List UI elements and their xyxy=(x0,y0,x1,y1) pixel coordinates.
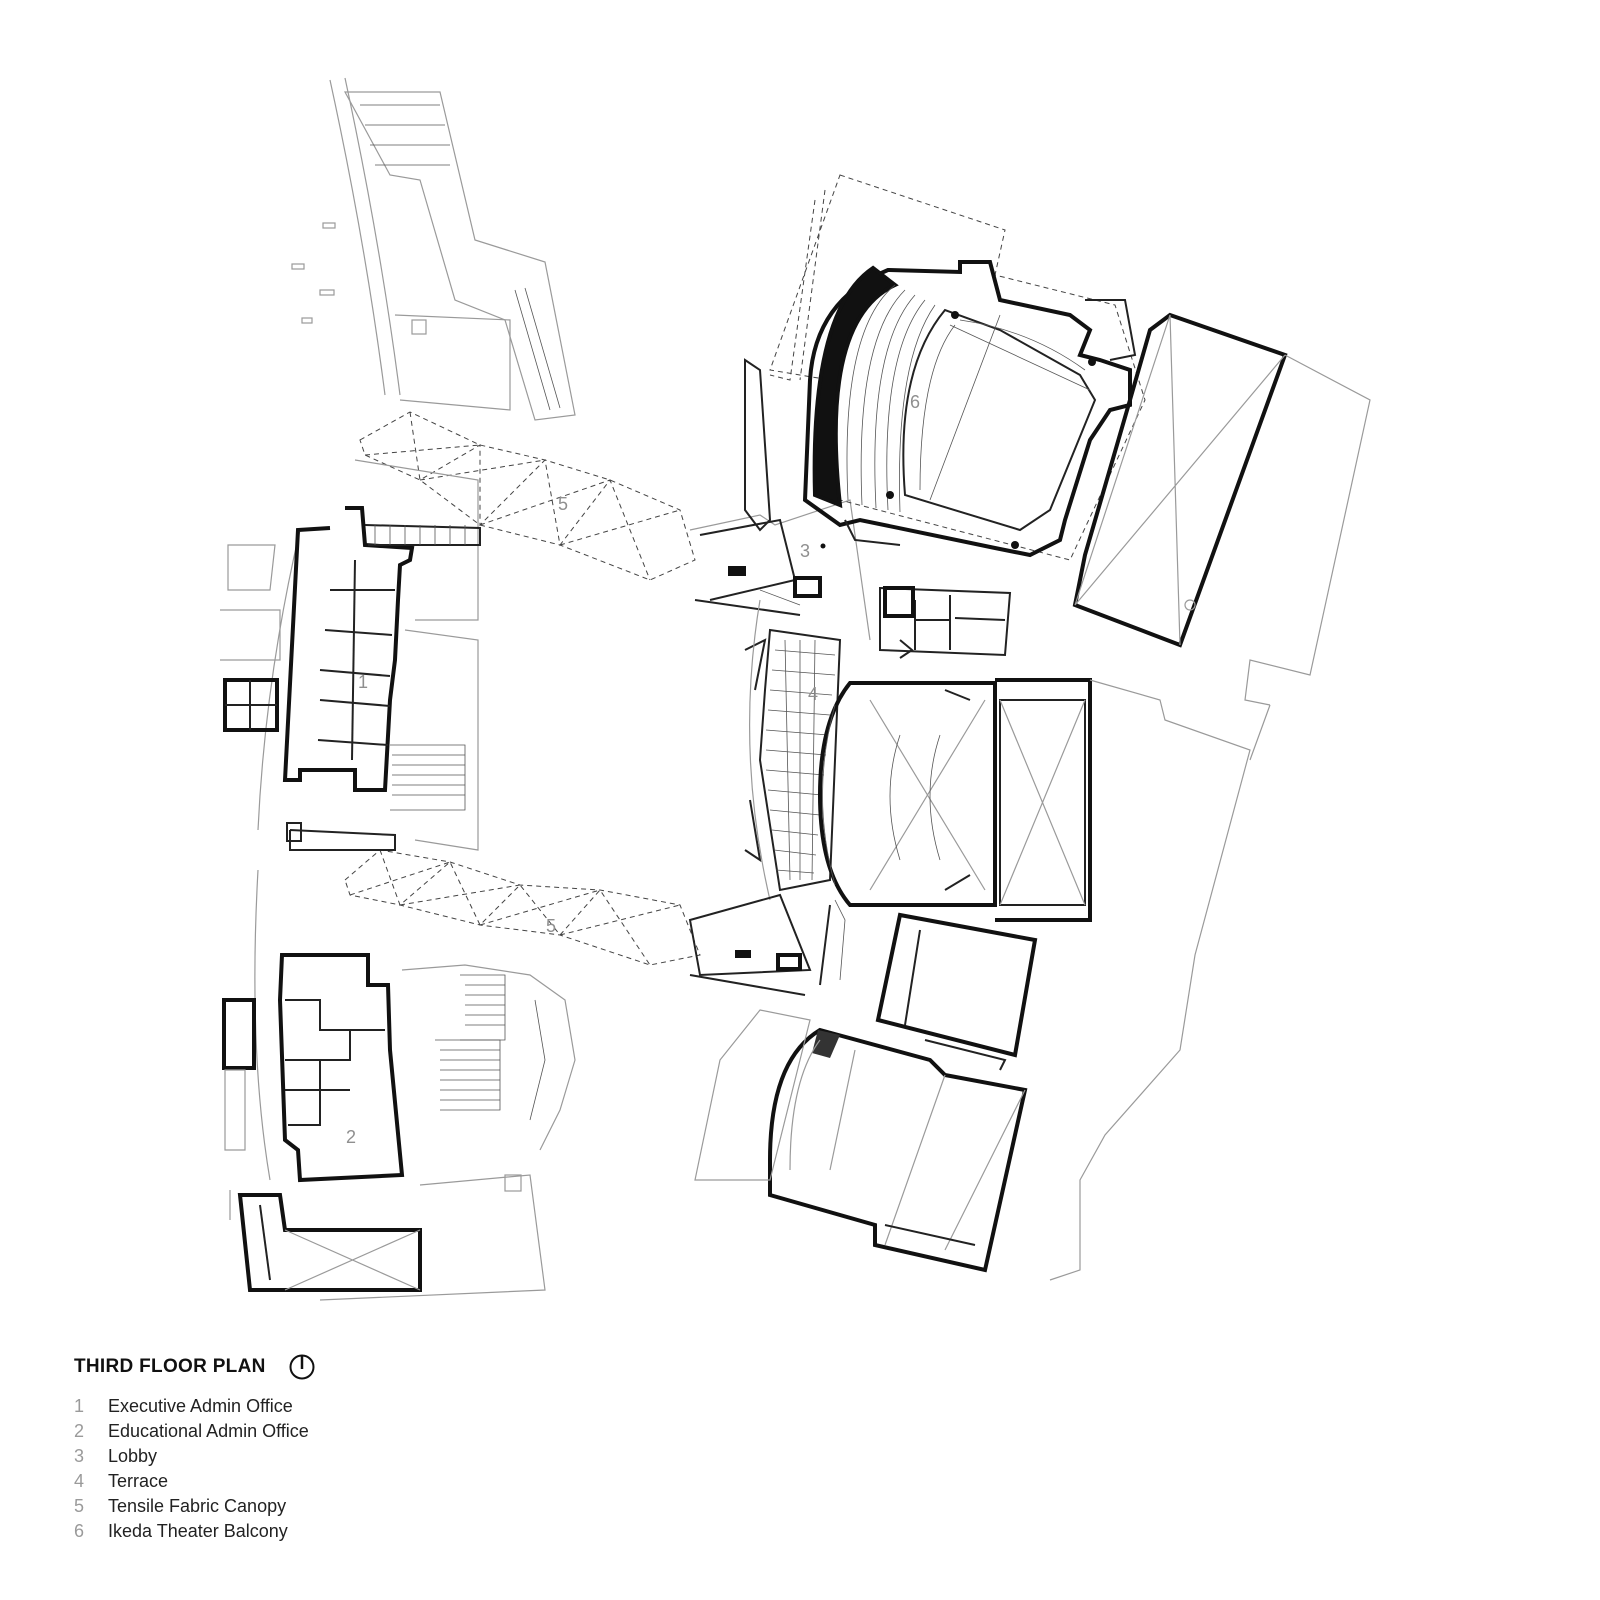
zone-label-2: 2 xyxy=(346,1127,356,1147)
lobby-connector xyxy=(689,499,871,641)
plan-legend: THIRD FLOOR PLAN 1 Executive Admin Offic… xyxy=(74,1352,674,1546)
lower-lobby-porch xyxy=(688,893,846,996)
terrace xyxy=(744,599,842,901)
legend-title: THIRD FLOOR PLAN xyxy=(74,1356,266,1377)
legend-item-number: 1 xyxy=(74,1396,85,1416)
legend-item-number: 3 xyxy=(74,1446,85,1466)
zone-label-5-upper: 5 xyxy=(558,494,568,514)
legend-item-label: Terrace xyxy=(108,1471,169,1491)
north-arrow-icon xyxy=(289,1354,315,1380)
legend-item: 5 Tensile Fabric Canopy xyxy=(74,1496,674,1521)
zone-label-6: 6 xyxy=(910,392,920,412)
legend-item: 1 Executive Admin Office xyxy=(74,1396,674,1421)
ikeda-theater xyxy=(744,174,1146,561)
legend-item-number: 5 xyxy=(74,1496,85,1516)
legend-item-number: 2 xyxy=(74,1421,85,1441)
zone-label-1: 1 xyxy=(358,672,368,692)
zone-label-5-lower: 5 xyxy=(546,916,556,936)
legend-item: 4 Terrace xyxy=(74,1471,674,1496)
stage-house-ne xyxy=(1072,312,1371,761)
legend-item-label: Lobby xyxy=(108,1446,158,1466)
legend-item: 3 Lobby xyxy=(74,1446,674,1471)
northwest-wing xyxy=(291,77,576,421)
educational-admin-block xyxy=(222,869,576,1301)
service-core xyxy=(879,586,1012,659)
southeast-halls xyxy=(694,912,1038,1273)
floor-plan-drawing: 1 2 3 4 5 5 6 xyxy=(220,77,1371,1301)
legend-title-row: THIRD FLOOR PLAN xyxy=(74,1352,674,1382)
legend-list: 1 Executive Admin Office 2 Educational A… xyxy=(74,1396,674,1546)
legend-item-label: Ikeda Theater Balcony xyxy=(108,1521,288,1541)
zone-label-3: 3 xyxy=(800,541,810,561)
middle-theater xyxy=(817,678,1251,1281)
canopy-upper xyxy=(359,411,696,581)
legend-item-label: Educational Admin Office xyxy=(108,1421,309,1441)
legend-item-label: Tensile Fabric Canopy xyxy=(108,1496,287,1516)
legend-item-number: 6 xyxy=(74,1521,85,1541)
legend-item-number: 4 xyxy=(74,1471,85,1491)
legend-item-label: Executive Admin Office xyxy=(108,1396,293,1416)
legend-item: 6 Ikeda Theater Balcony xyxy=(74,1521,674,1546)
zone-label-4: 4 xyxy=(808,684,818,704)
executive-admin-block xyxy=(220,459,481,851)
legend-item: 2 Educational Admin Office xyxy=(74,1421,674,1446)
canopy-lower xyxy=(344,849,701,966)
